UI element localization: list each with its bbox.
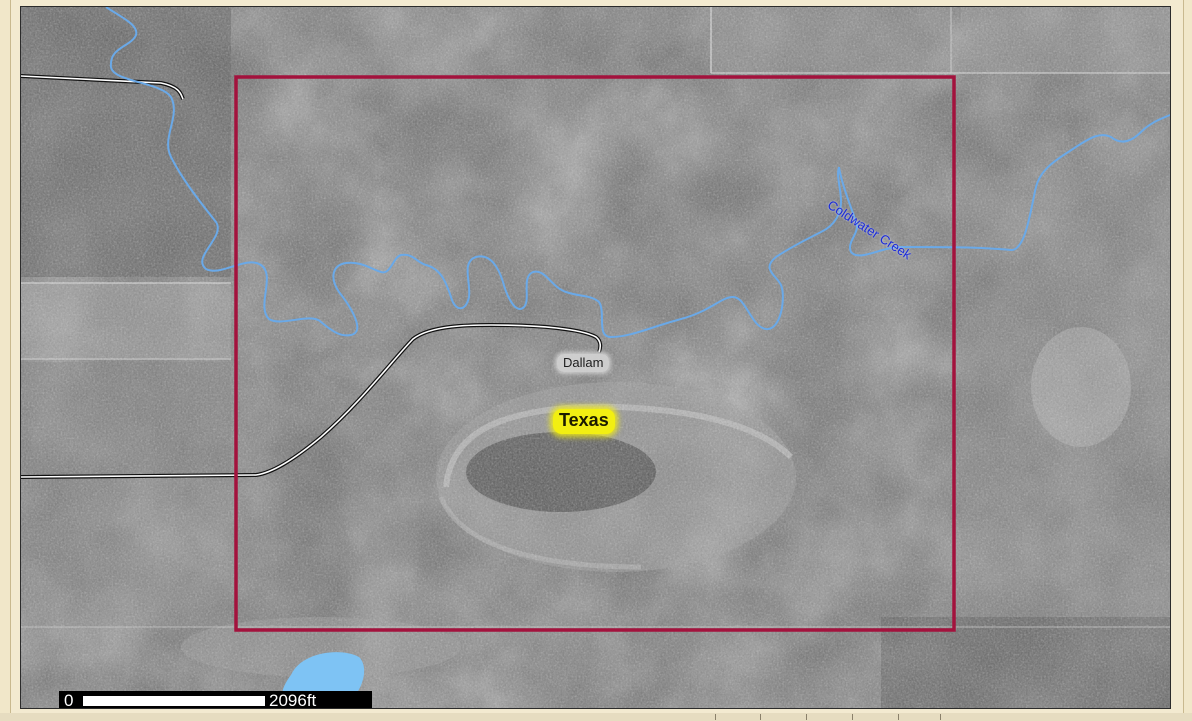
coldwater-creek-east (838, 114, 1170, 257)
tick-mark (806, 714, 807, 720)
county-label: Dallam (557, 354, 610, 372)
scale-bar: 0 2096ft (59, 691, 372, 709)
coldwater-creek (105, 7, 843, 339)
tick-mark (940, 714, 941, 720)
tick-mark (760, 714, 761, 720)
map-view[interactable]: Dallam Texas Coldwater Creek 0 2096ft (20, 6, 1171, 709)
tick-mark (852, 714, 853, 720)
state-label: Texas (553, 409, 615, 434)
scale-bar-start: 0 (64, 691, 74, 709)
tick-mark (715, 714, 716, 720)
scale-bar-segment (83, 696, 265, 706)
bottom-strip (0, 713, 1192, 721)
tick-mark (898, 714, 899, 720)
scale-bar-distance: 2096ft (269, 691, 317, 709)
map-extent-box[interactable] (234, 75, 956, 632)
